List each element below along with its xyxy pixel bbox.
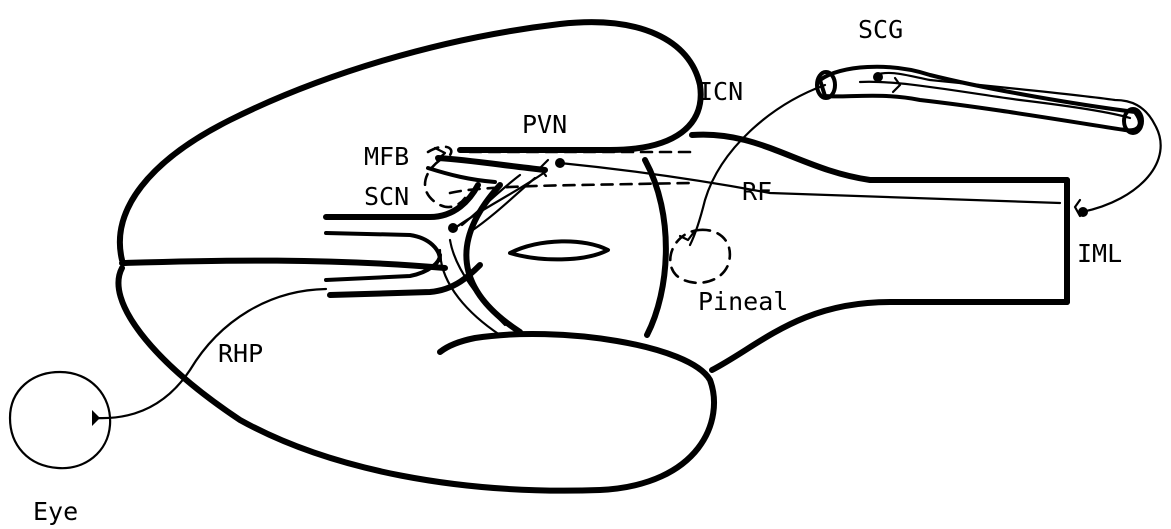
- brainstem-upper-edge: [692, 135, 1067, 180]
- scg-terminal-fork: [893, 78, 900, 92]
- diencephalon-curve: [466, 185, 520, 332]
- label-mfb: MFB: [364, 142, 409, 171]
- pvn-synapse-dot: [555, 158, 565, 168]
- optic-tract-inner-upper: [326, 233, 440, 260]
- label-rhp: RHP: [218, 339, 263, 368]
- ventricle-slit: [510, 241, 608, 259]
- iml-terminal-fork: [1075, 200, 1080, 216]
- pineal-circle: [670, 230, 730, 283]
- mfb-bundle-lower: [428, 168, 495, 182]
- thalamic-boundary: [645, 160, 666, 335]
- scn-synapse-dot: [448, 223, 458, 233]
- scg-to-pineal-pathway: [690, 85, 825, 245]
- brain-outline: [118, 22, 1067, 490]
- label-iml: IML: [1077, 239, 1122, 268]
- label-pvn: PVN: [522, 110, 567, 139]
- upper-hemisphere: [120, 22, 701, 260]
- mfb-bundle: [438, 158, 545, 170]
- chiasm-fibre-4: [440, 250, 500, 335]
- scg-ganglion: [820, 67, 1140, 131]
- hemisphere-midline: [122, 261, 445, 268]
- label-scg: SCG: [858, 15, 903, 44]
- lower-hemisphere: [118, 268, 714, 491]
- scg-synapse-dot: [873, 72, 883, 82]
- optic-disc: [92, 410, 100, 426]
- eye: [10, 372, 110, 468]
- label-pineal: Pineal: [698, 287, 788, 316]
- label-icn: ICN: [698, 77, 743, 106]
- label-scn: SCN: [364, 182, 409, 211]
- label-rf: RF: [742, 177, 772, 206]
- dashed-scn-loop: [425, 160, 465, 207]
- label-eye: Eye: [33, 497, 78, 526]
